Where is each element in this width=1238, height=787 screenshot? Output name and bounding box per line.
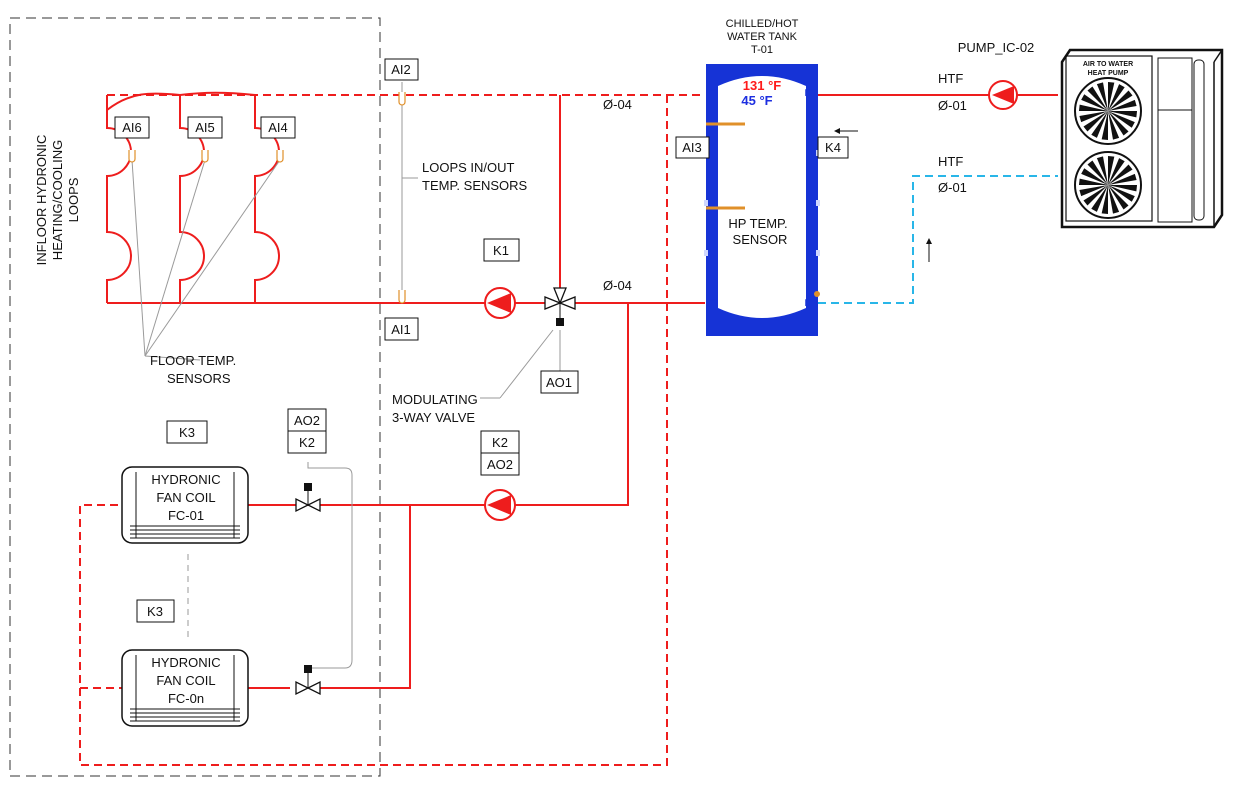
pump-ic02-label: PUMP_IC-02: [958, 40, 1035, 55]
heat-pump-return-line: [818, 175, 1058, 304]
htf-bottom-label: HTF: [938, 154, 963, 169]
heat-pump-label-line2: HEAT PUMP: [1088, 70, 1129, 77]
svg-text:FAN COIL: FAN COIL: [156, 490, 215, 505]
tank-hot-temp: 131 °F: [743, 78, 782, 93]
tank-label-line1: CHILLED/HOT: [726, 18, 799, 30]
heat-pump-fan-bottom-icon: [1074, 151, 1142, 219]
hp-sensor-label-line1: HP TEMP.: [728, 216, 787, 231]
pump-ic02-icon: [988, 80, 1018, 110]
svg-text:K4: K4: [825, 140, 841, 155]
svg-text:K3: K3: [147, 604, 163, 619]
heat-pump-fan-top-icon: [1074, 77, 1142, 145]
svg-text:AO2: AO2: [294, 413, 320, 428]
fan-coil-fc0n: HYDRONIC FAN COIL FC-0n: [121, 649, 249, 727]
flow-arrow-left: [834, 128, 858, 134]
svg-text:LOOPS: LOOPS: [66, 177, 81, 222]
svg-text:AI3: AI3: [682, 140, 702, 155]
svg-text:FAN COIL: FAN COIL: [156, 673, 215, 688]
sensor-wiring: [131, 82, 561, 669]
floor-sensor-label-line1: FLOOR TEMP.: [150, 353, 236, 368]
sensor-box-ai4: AI4: [260, 116, 296, 139]
loop-supply-dia-label: Ø-04: [603, 278, 632, 293]
svg-text:K1: K1: [493, 243, 509, 258]
svg-text:AI4: AI4: [268, 120, 288, 135]
indoor-zone-boundary: [9, 17, 381, 777]
svg-text:FC-0n: FC-0n: [168, 691, 204, 706]
svg-text:K3: K3: [179, 425, 195, 440]
svg-text:AO2: AO2: [487, 457, 513, 472]
sensor-box-k3-fc0n: K3: [136, 599, 175, 623]
tank-label-line2: WATER TANK: [727, 31, 798, 43]
sensor-box-ai3: AI3: [675, 136, 710, 159]
modulating-3way-valve-icon: [544, 287, 576, 326]
sensor-box-k1: K1: [483, 238, 520, 262]
fan-coil-supply-line: [320, 303, 629, 689]
infloor-loops-label: INFLOOR HYDRONIC HEATING/COOLING LOOPS: [34, 135, 81, 266]
loops-sensor-label-line1: LOOPS IN/OUT: [422, 160, 515, 175]
svg-text:AI5: AI5: [195, 120, 215, 135]
svg-text:K2: K2: [492, 435, 508, 450]
svg-text:HEATING/COOLING: HEATING/COOLING: [50, 140, 65, 260]
chilled-hot-water-tank: [704, 64, 820, 336]
svg-text:HYDRONIC: HYDRONIC: [151, 472, 220, 487]
heat-pump-label-line1: AIR TO WATER: [1083, 61, 1133, 68]
svg-text:INFLOOR HYDRONIC: INFLOOR HYDRONIC: [34, 135, 49, 266]
sensor-box-ai5: AI5: [187, 116, 223, 139]
flow-arrow-up: [926, 238, 932, 262]
sensor-box-ai2: AI2: [384, 58, 419, 81]
sensor-box-ao1: AO1: [540, 370, 579, 394]
loop-return-dia-label: Ø-04: [603, 97, 632, 112]
htf-top-label: HTF: [938, 71, 963, 86]
sensor-box-k2-ao2-pump: K2 AO2: [480, 430, 520, 476]
svg-text:HYDRONIC: HYDRONIC: [151, 655, 220, 670]
dia-bottom-label: Ø-01: [938, 180, 967, 195]
fan-coil-fc01: HYDRONIC FAN COIL FC-01: [121, 466, 249, 544]
tank-label-line3: T-01: [751, 44, 773, 56]
valve-label-line1: MODULATING: [392, 392, 478, 407]
svg-text:K2: K2: [299, 435, 315, 450]
tank-cold-temp: 45 °F: [741, 93, 772, 108]
sensor-box-ai6: AI6: [114, 116, 150, 139]
loop-pump-icon: [484, 287, 516, 319]
fan-coil-return-line: [79, 95, 668, 766]
svg-text:AI2: AI2: [391, 62, 411, 77]
sensor-box-ai1: AI1: [384, 317, 419, 341]
valve-label-line2: 3-WAY VALVE: [392, 410, 475, 425]
dia-top-label: Ø-01: [938, 98, 967, 113]
svg-text:FC-01: FC-01: [168, 508, 204, 523]
fc01-valve-icon: [295, 483, 321, 513]
svg-text:AI1: AI1: [391, 322, 411, 337]
sensor-box-k3-fc01: K3: [166, 420, 208, 444]
loops-sensor-label-line2: TEMP. SENSORS: [422, 178, 528, 193]
sensor-box-ao2-k2-valve: AO2 K2: [287, 408, 327, 454]
sensor-probes: [128, 92, 406, 304]
sensor-box-k4: K4: [817, 136, 849, 159]
fc0n-valve-icon: [295, 665, 321, 696]
svg-text:AI6: AI6: [122, 120, 142, 135]
floor-sensor-label-line2: SENSORS: [167, 371, 231, 386]
hp-sensor-label-line2: SENSOR: [733, 232, 788, 247]
fan-coil-pump-icon: [484, 489, 516, 521]
svg-text:AO1: AO1: [546, 375, 572, 390]
